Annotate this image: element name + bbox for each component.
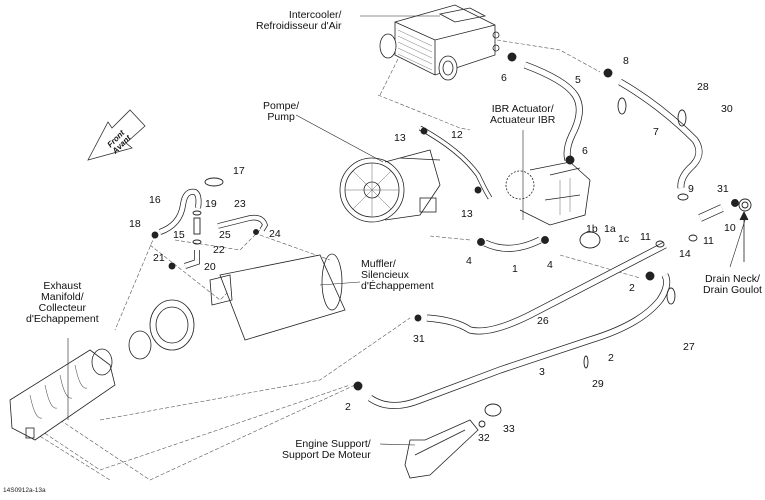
callout-25: 25 <box>219 229 231 241</box>
label-line: Actuateur IBR <box>490 114 556 126</box>
label-line: Exhaust <box>43 280 82 292</box>
label-line: IBR Actuator/ <box>491 103 554 115</box>
callout-1a: 1a <box>604 223 616 235</box>
callout-11: 11 <box>703 235 714 247</box>
callout-28: 28 <box>697 81 709 93</box>
callout-9: 9 <box>688 183 694 195</box>
callout-26: 26 <box>537 315 549 327</box>
hose-1 <box>483 236 542 252</box>
engine-support <box>404 419 479 479</box>
callout-6: 6 <box>582 145 588 157</box>
label-line: Manifold/ <box>41 291 84 303</box>
callout-10: 10 <box>724 222 736 234</box>
label-line: Muffler/ <box>361 258 396 270</box>
hose-7 <box>618 78 703 189</box>
callout-29: 29 <box>592 378 604 390</box>
callout-24: 24 <box>269 228 281 240</box>
callout-15: 15 <box>173 229 185 241</box>
callout-27: 27 <box>683 341 695 353</box>
figure-id: 14S0912a-13a <box>3 487 46 494</box>
hose-3 <box>367 273 671 409</box>
callout-6: 6 <box>501 72 507 84</box>
callout-4: 4 <box>547 259 553 271</box>
callout-1c: 1c <box>618 233 630 245</box>
dashed-leader-lines <box>29 39 641 481</box>
callout-18: 18 <box>129 218 141 230</box>
drain-neck <box>738 198 752 262</box>
label-line: d'Échappement <box>361 280 434 292</box>
label-line: Engine Support/ <box>295 438 371 450</box>
ibr-actuator <box>505 161 591 226</box>
intercooler <box>379 4 500 81</box>
label-line: Drain Goulot <box>703 284 762 296</box>
label-leaders <box>67 15 746 446</box>
hose-5 <box>523 61 583 162</box>
callout-2: 2 <box>345 401 351 413</box>
callout-3: 3 <box>539 366 545 378</box>
callout-32: 32 <box>478 432 490 444</box>
clamps <box>151 52 739 391</box>
hose-26 <box>426 241 667 335</box>
hose-10 <box>698 204 724 222</box>
callout-20: 20 <box>204 261 216 273</box>
callout-22: 22 <box>213 244 225 256</box>
callout-31: 31 <box>717 183 729 195</box>
callout-31: 31 <box>413 333 425 345</box>
callout-8: 8 <box>623 55 629 67</box>
callout-23: 23 <box>234 198 246 210</box>
muffler <box>128 253 346 360</box>
callout-21: 21 <box>153 252 165 264</box>
label-line: Drain Neck/ <box>705 273 760 285</box>
callout-12: 12 <box>451 129 463 141</box>
callout-1: 1 <box>512 263 518 275</box>
callout-17: 17 <box>233 165 245 177</box>
hose-23 <box>217 214 269 232</box>
front-arrow-icon <box>87 109 146 161</box>
callout-14: 14 <box>679 248 691 260</box>
label-intercooler: Intercooler/ Refroidisseur d'Air <box>256 10 341 32</box>
label-engine-support: Engine Support/ Support De Moteur <box>282 439 371 461</box>
label-drain-neck: Drain Neck/ Drain Goulot <box>703 274 762 296</box>
label-pump: Pompe/ Pump <box>263 101 299 123</box>
o-rings <box>204 97 698 428</box>
label-exhaust-manifold: Exhaust Manifold/ Collecteur d'Echappeme… <box>26 281 99 325</box>
callout-1b: 1b <box>586 223 598 235</box>
fitting-15-20 <box>184 210 202 269</box>
label-line: Pompe/ <box>263 100 300 112</box>
label-line: Collecteur <box>38 302 86 314</box>
callout-2: 2 <box>608 352 614 364</box>
hose-12 <box>418 125 493 200</box>
label-line: d'Echappement <box>26 313 99 325</box>
callout-2: 2 <box>629 282 635 294</box>
callout-7: 7 <box>653 126 659 138</box>
label-line: Intercooler/ <box>288 9 342 21</box>
callout-5: 5 <box>575 74 581 86</box>
label-muffler: Muffler/ Silencieux d'Échappement <box>361 259 434 292</box>
label-ibr-actuator: IBR Actuator/ Actuateur IBR <box>490 104 555 126</box>
callout-19: 19 <box>205 198 217 210</box>
label-line: Support De Moteur <box>282 449 371 461</box>
callout-4: 4 <box>466 255 472 267</box>
hose-16 <box>158 188 202 235</box>
label-line: Silencieux <box>361 269 409 281</box>
callout-33: 33 <box>503 423 515 435</box>
callout-13: 13 <box>394 132 406 144</box>
callout-13: 13 <box>461 208 473 220</box>
label-line: Refroidisseur d'Air <box>256 20 342 32</box>
pump <box>339 149 441 223</box>
callout-30: 30 <box>721 103 733 115</box>
label-line: Pump <box>267 111 295 123</box>
callout-16: 16 <box>149 194 161 206</box>
exhaust-manifold <box>9 348 116 441</box>
callout-11: 11 <box>640 231 651 243</box>
